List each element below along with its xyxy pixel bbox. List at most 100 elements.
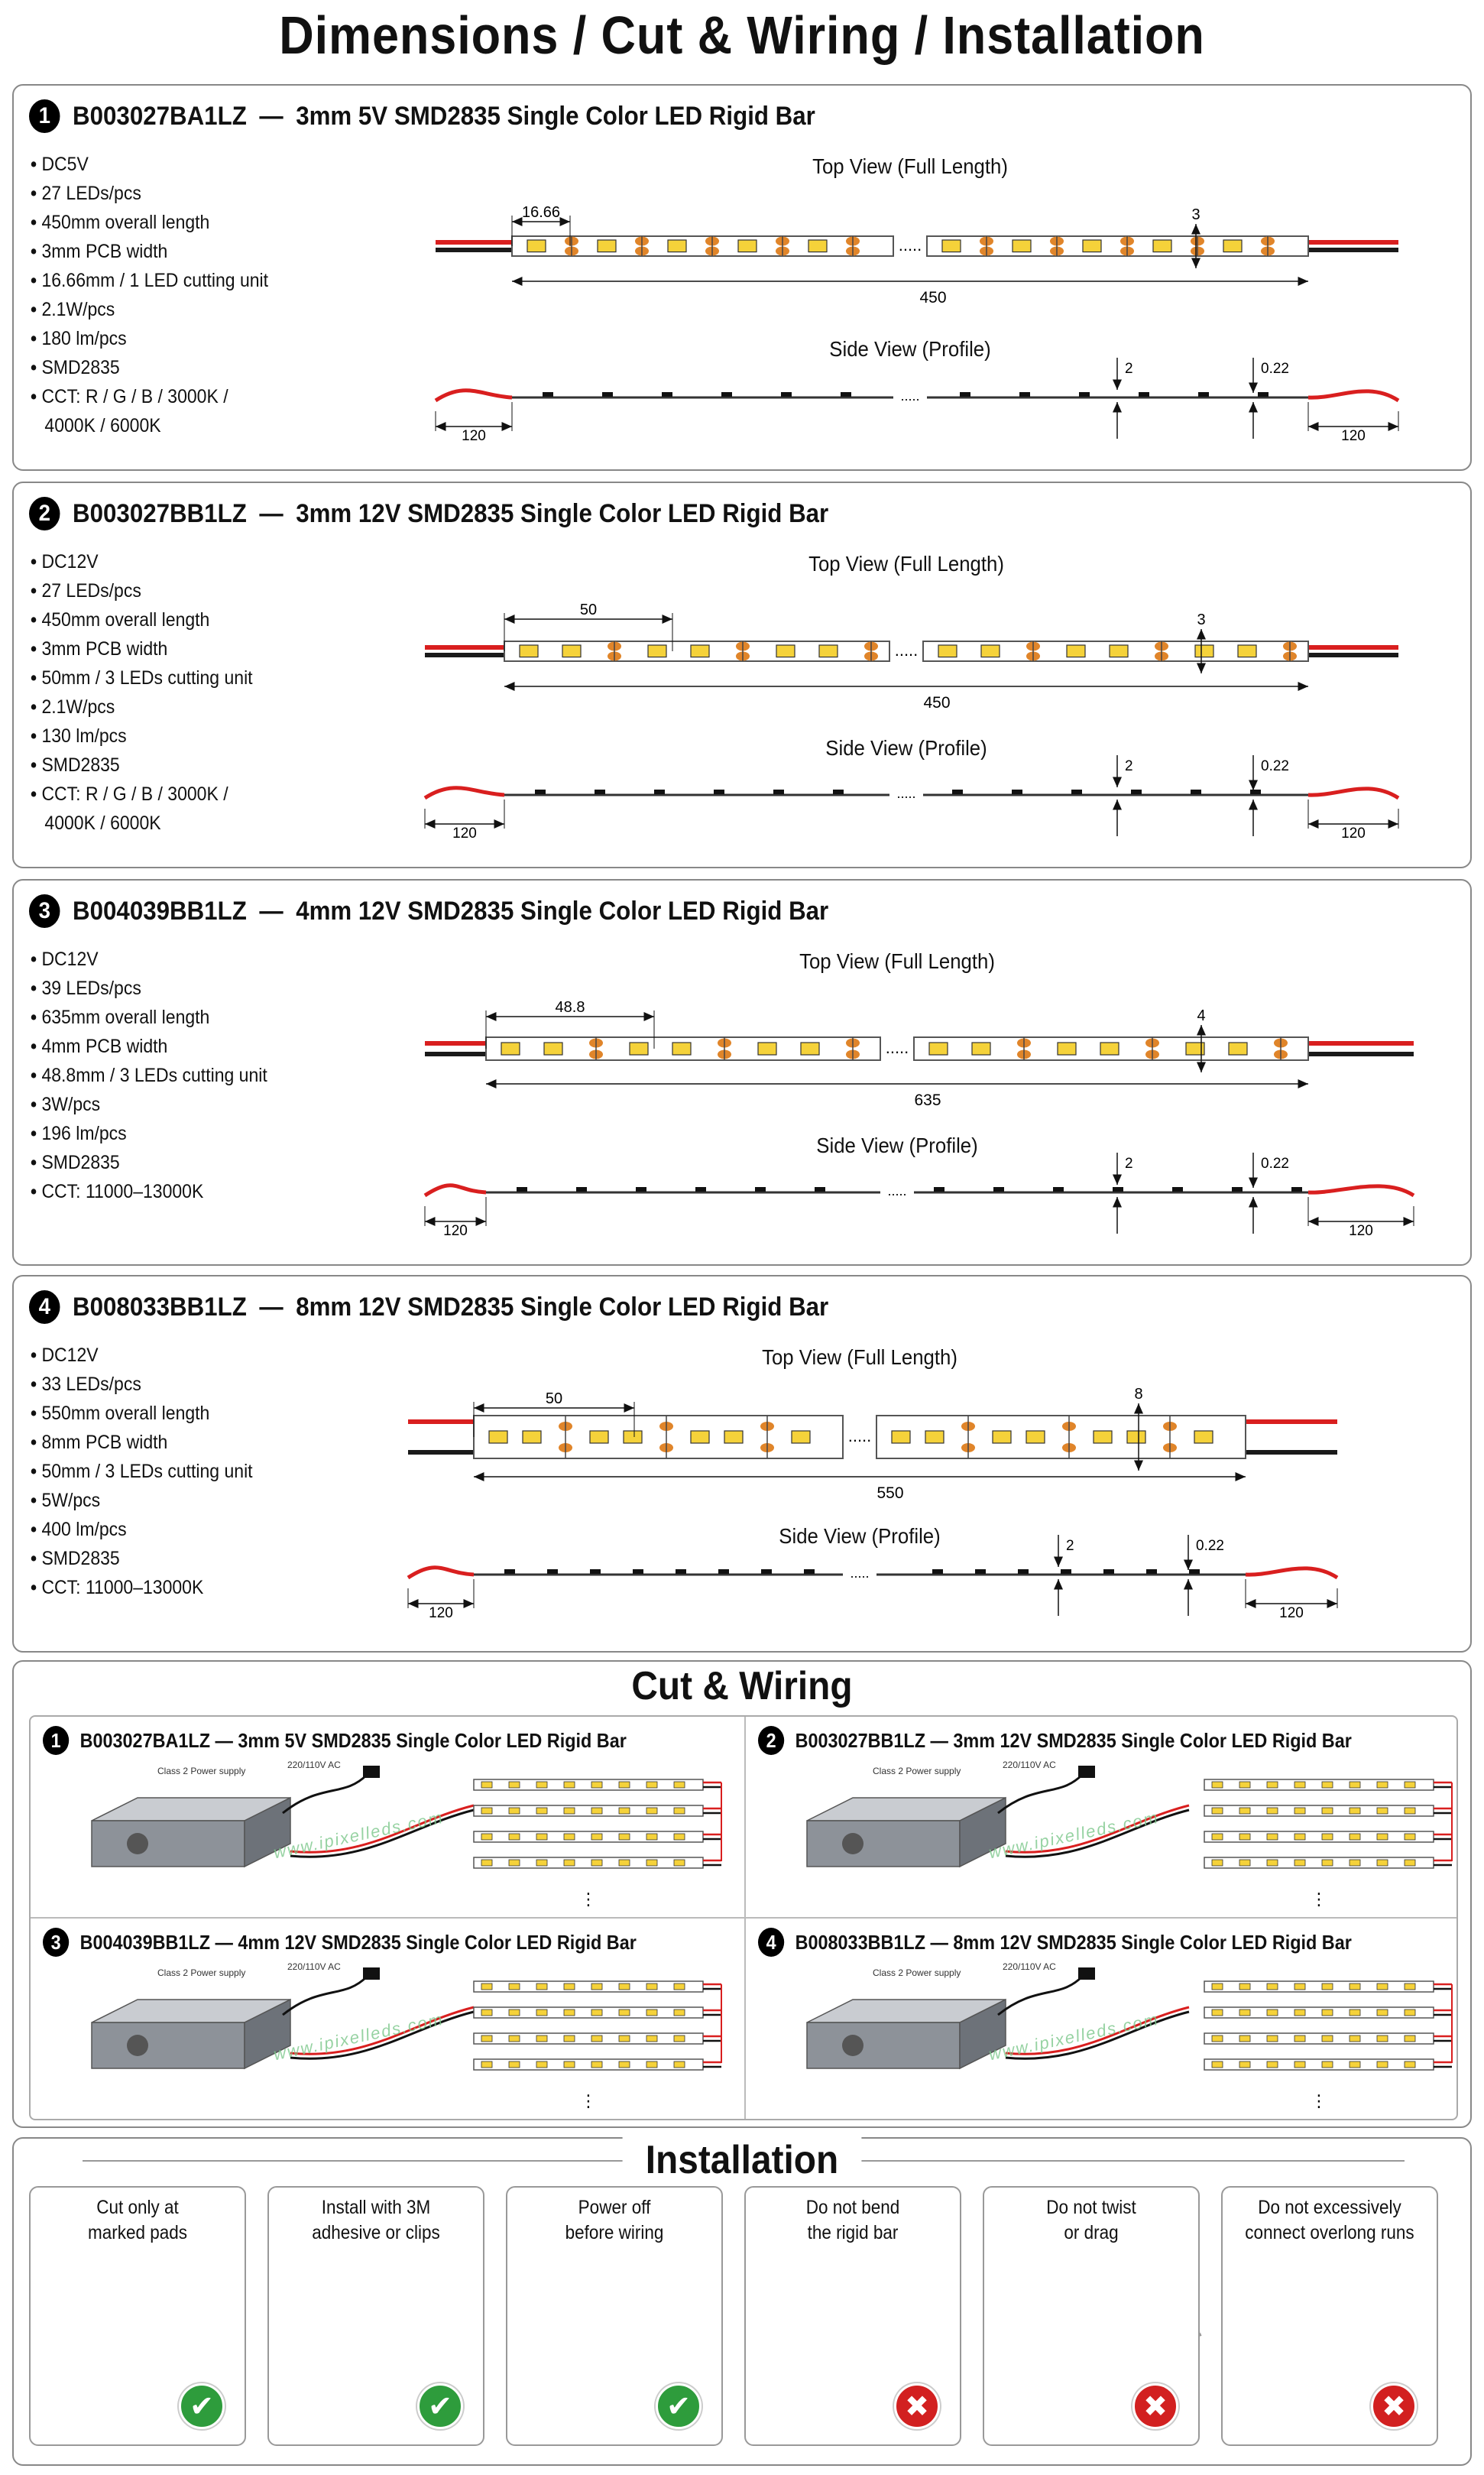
dimension-label: 16.66 bbox=[522, 204, 560, 221]
install-label: Install with 3M adhesive or clips bbox=[312, 2197, 440, 2243]
install-card-2: Install with 3M adhesive or clips ✔ bbox=[267, 2186, 484, 2446]
dots: ..... bbox=[886, 1038, 909, 1057]
dash: — bbox=[259, 498, 284, 528]
spec-item: 5W/pcs bbox=[31, 1486, 253, 1515]
side-led bbox=[804, 1569, 815, 1574]
spec-item: 2.1W/pcs bbox=[31, 295, 268, 324]
spec-item: 50mm / 3 LEDs cutting unit bbox=[31, 663, 252, 693]
led-chip bbox=[563, 2035, 575, 2042]
dots: ..... bbox=[887, 1183, 906, 1199]
led-chip bbox=[623, 1430, 643, 1444]
side-led bbox=[1053, 1187, 1064, 1192]
spec-item: 3W/pcs bbox=[31, 1090, 267, 1119]
led-chip bbox=[1321, 2009, 1333, 2016]
led-chip bbox=[1349, 2061, 1361, 2068]
side-led bbox=[576, 1187, 587, 1192]
spec-item: CCT: 11000–13000K bbox=[31, 1573, 253, 1602]
number-badge: 1 bbox=[29, 99, 60, 133]
page-title: Dimensions / Cut & Wiring / Installation bbox=[279, 5, 1205, 65]
cut-wiring-title: Cut & Wiring bbox=[631, 1664, 853, 1708]
led-chip bbox=[1194, 644, 1214, 658]
top-view-label: Top View (Full Length) bbox=[799, 949, 995, 973]
led-chip bbox=[1294, 1807, 1306, 1815]
side-led bbox=[517, 1187, 527, 1192]
spec-item: 27 LEDs/pcs bbox=[31, 179, 268, 208]
led-chip bbox=[563, 2009, 575, 2016]
fan-grille-icon bbox=[842, 2035, 864, 2056]
led-chip bbox=[971, 1042, 991, 1056]
led-chip bbox=[1376, 2061, 1388, 2068]
install-label: Do not bend the rigid bar bbox=[805, 2197, 900, 2243]
led-bar bbox=[1204, 2032, 1434, 2045]
side-wire-right bbox=[1245, 1566, 1339, 1580]
cross-icon: ✖ bbox=[1132, 2383, 1178, 2429]
side-led bbox=[504, 1569, 515, 1574]
led-chip bbox=[501, 1042, 520, 1056]
product-name: 8mm 12V SMD2835 Single Color LED Rigid B… bbox=[296, 1292, 829, 1322]
led-chip bbox=[562, 644, 582, 658]
height-label: 2 bbox=[1125, 361, 1133, 377]
product-name: 3mm 5V SMD2835 Single Color LED Rigid Ba… bbox=[296, 101, 815, 131]
width-label: 3 bbox=[1191, 206, 1200, 223]
led-chip bbox=[980, 644, 1000, 658]
model-number: B003027BB1LZ bbox=[73, 498, 247, 528]
dash: — bbox=[259, 1292, 284, 1322]
led-chip bbox=[1376, 1833, 1388, 1841]
side-led bbox=[654, 790, 665, 794]
led-chip bbox=[1349, 1983, 1361, 1990]
led-chip bbox=[757, 1042, 777, 1056]
spec-item: SMD2835 bbox=[31, 1544, 253, 1573]
spec-item: 4000K / 6000K bbox=[44, 415, 161, 436]
led-chip bbox=[992, 1430, 1012, 1444]
led-chip bbox=[928, 1042, 948, 1056]
side-led bbox=[1131, 790, 1142, 794]
led-bar bbox=[1204, 1857, 1434, 1869]
led-chip bbox=[1294, 2035, 1306, 2042]
product-panel-4 bbox=[12, 1275, 1472, 1653]
led-chip bbox=[1404, 2009, 1416, 2016]
led-chip bbox=[591, 1983, 603, 1990]
led-chip bbox=[667, 239, 687, 253]
output-cable bbox=[290, 1804, 475, 1854]
model-number: B008033BB1LZ bbox=[73, 1292, 247, 1322]
number-badge: 2 bbox=[758, 1726, 785, 1755]
led-chip bbox=[481, 1859, 493, 1867]
side-led bbox=[1012, 790, 1022, 794]
led-chip bbox=[1266, 1781, 1278, 1789]
led-chip bbox=[563, 1983, 575, 1990]
wire-label: 120 bbox=[1279, 1605, 1304, 1621]
led-chip bbox=[1266, 1807, 1278, 1815]
led-chip bbox=[1266, 2035, 1278, 2042]
supply-label: Class 2 Power supply bbox=[157, 1967, 246, 1978]
led-chip bbox=[618, 2061, 630, 2068]
spec-item: 4000K / 6000K bbox=[44, 813, 161, 834]
side-led bbox=[815, 1187, 825, 1192]
install-card-6: Do not excessively connect overlong runs… bbox=[1221, 2186, 1438, 2446]
number-badge: 3 bbox=[43, 1928, 70, 1957]
led-chip bbox=[1100, 1042, 1119, 1056]
led-chip bbox=[1404, 1781, 1416, 1789]
led-chip bbox=[589, 1430, 609, 1444]
spec-item: 8mm PCB width bbox=[31, 1428, 253, 1457]
led-chip bbox=[1109, 644, 1129, 658]
led-chip bbox=[488, 1430, 508, 1444]
led-chip bbox=[1093, 1430, 1113, 1444]
wiring-title: 2 B003027BB1LZ — 3mm 12V SMD2835 Single C… bbox=[758, 1726, 1352, 1755]
led-chip bbox=[481, 1833, 493, 1841]
spec-item: 48.8mm / 3 LEDs cutting unit bbox=[31, 1061, 267, 1090]
install-label: Power off before wiring bbox=[565, 2197, 664, 2243]
more-dots: ⋮ bbox=[580, 2091, 597, 2110]
height-label: 2 bbox=[1125, 758, 1133, 774]
led-chip bbox=[1126, 1430, 1146, 1444]
wiring-label: B003027BB1LZ — 3mm 12V SMD2835 Single Co… bbox=[795, 1728, 1352, 1752]
side-wire-left bbox=[434, 388, 513, 403]
led-chip bbox=[672, 1042, 692, 1056]
check-icon: ✔ bbox=[417, 2383, 463, 2429]
spec-item: 3mm PCB width bbox=[31, 237, 268, 266]
led-chip bbox=[1239, 2035, 1251, 2042]
side-led bbox=[1071, 790, 1082, 794]
